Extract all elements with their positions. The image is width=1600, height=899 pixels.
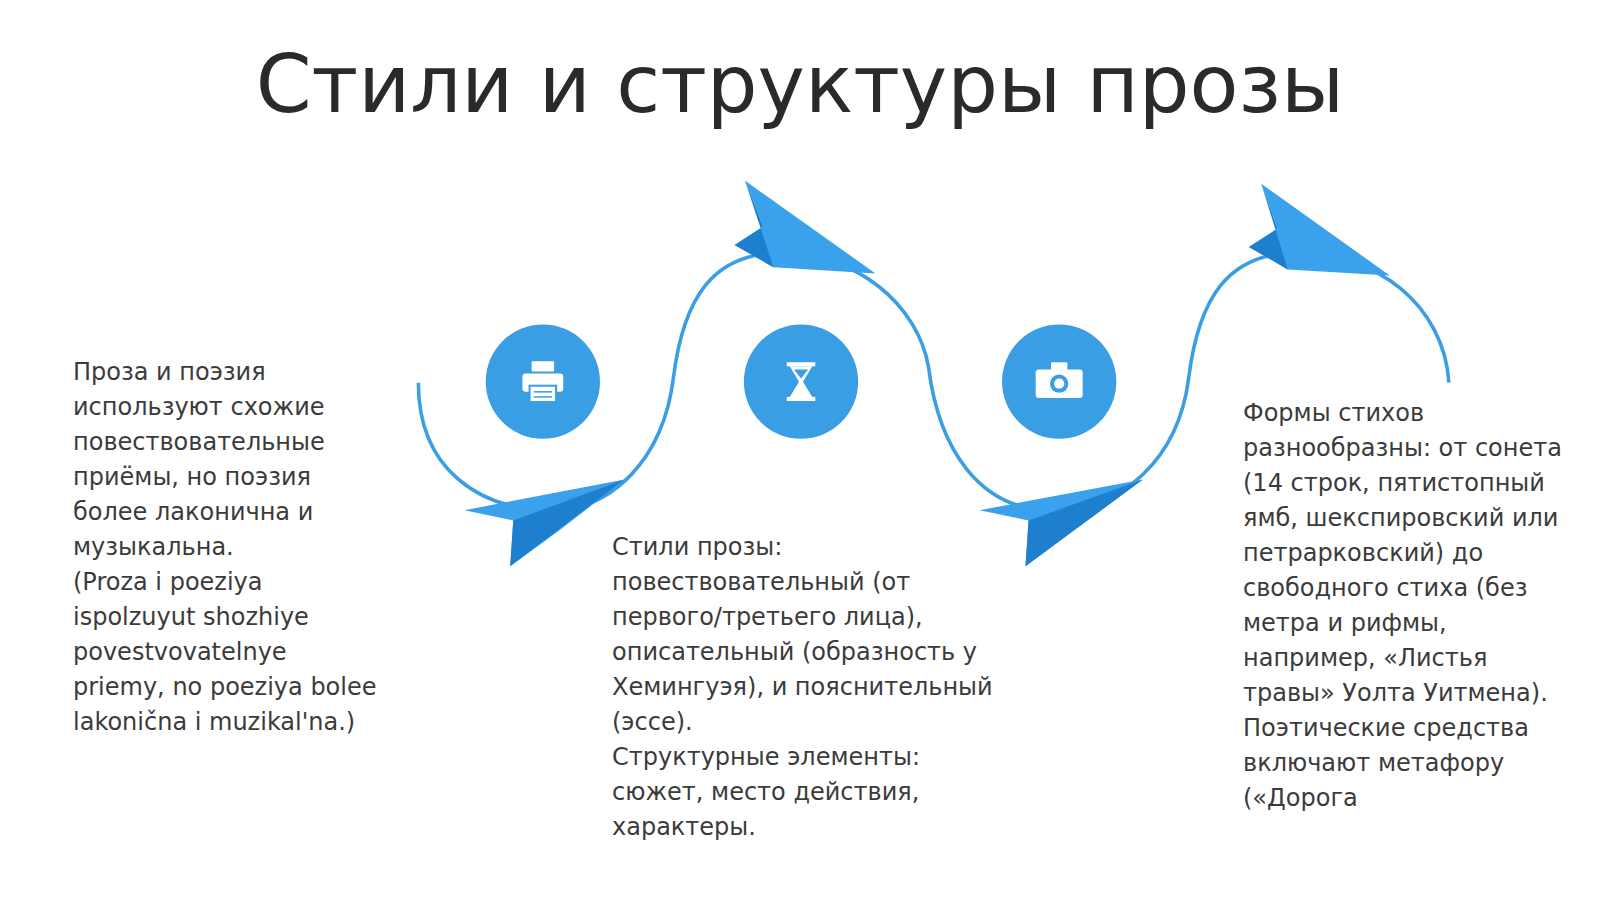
plane-fold	[735, 181, 774, 268]
text-block: Формы стихов разнообразны: от сонета (14…	[1243, 396, 1573, 711]
text-block: Проза и поэзия используют схожие повеств…	[73, 355, 378, 565]
plane-fold	[1249, 184, 1288, 270]
hourglass-glass	[790, 366, 812, 397]
hourglass-sand	[794, 369, 808, 378]
camera-top	[1051, 362, 1067, 370]
text-column: Стили прозы: повествовательный (от перво…	[612, 530, 1002, 845]
icon-circle	[744, 324, 858, 438]
icon-circle	[1002, 324, 1116, 438]
plane-fold	[1026, 480, 1143, 567]
hourglass-icon	[787, 362, 816, 401]
text-block: Стили прозы: повествовательный (от перво…	[612, 530, 1002, 740]
camera-lens	[1050, 374, 1068, 392]
camera-lens-inner	[1054, 379, 1064, 389]
printer-line	[534, 391, 552, 393]
text-block: Структурные элементы: сюжет, место дейст…	[612, 740, 1002, 845]
title-text: Стили и структуры прозы	[0, 30, 1600, 140]
text-column: Формы стихов разнообразны: от сонета (14…	[1243, 396, 1573, 816]
hourglass-cap	[787, 397, 816, 401]
text-block: (Proza i poeziya ispolzuyut shozhiye pov…	[73, 565, 378, 740]
hourglass-cap	[787, 362, 816, 366]
text-column: Проза и поэзия используют схожие повеств…	[73, 355, 378, 740]
camera-body	[1036, 369, 1083, 398]
camera-icon	[1036, 362, 1083, 398]
text-block: Поэтические средства включают метафору (…	[1243, 711, 1573, 816]
paper-plane	[735, 181, 876, 274]
paper-plane	[464, 480, 624, 567]
printer-output	[530, 386, 557, 402]
paper-plane	[980, 480, 1143, 567]
printer-line	[534, 396, 552, 398]
icon-circle	[486, 324, 600, 438]
paper-plane	[1249, 184, 1390, 276]
printer-paper	[532, 361, 554, 371]
printer-icon	[522, 361, 563, 402]
plane-fold	[510, 480, 624, 567]
